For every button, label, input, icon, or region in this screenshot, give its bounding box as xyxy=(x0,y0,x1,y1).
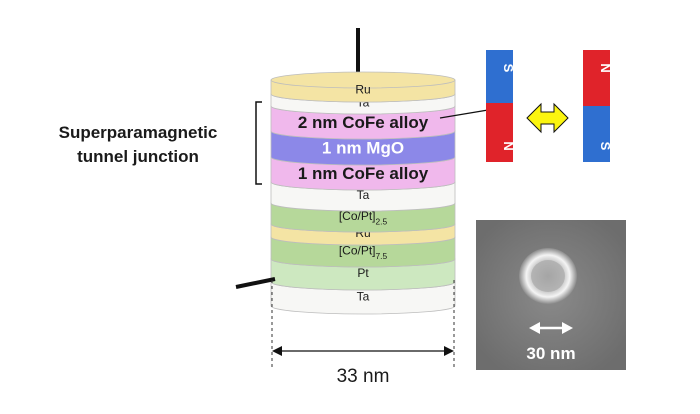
layer-cofe-bottom-body xyxy=(270,156,456,191)
sem-nanopillar-core xyxy=(531,260,565,292)
dimension-arrow-right xyxy=(444,346,454,356)
bottom-lead-wire xyxy=(235,277,276,289)
layer-copt-bottom-label: [Co/Pt]7.5 xyxy=(339,244,388,261)
sem-scale-arrow-right xyxy=(562,322,573,334)
layer-copt-top-label: [Co/Pt]2.5 xyxy=(339,209,388,226)
magnet-left-bottom-pole: N xyxy=(501,141,516,150)
layer-ru-top-label: Ru xyxy=(355,83,370,97)
layer-mgo-label: 1 nm MgO xyxy=(322,138,404,157)
layer-cofe-top-label: 2 nm CoFe alloy xyxy=(298,113,429,132)
layer-ta-bottom-body xyxy=(270,281,456,315)
magnet-left-bottom-half xyxy=(486,103,513,162)
magnet-right-bottom-pole: S xyxy=(598,142,613,151)
dimension-label: 33 nm xyxy=(337,366,390,387)
layer-ru-top-top xyxy=(270,71,456,89)
layer-cofe-bottom-label: 1 nm CoFe alloy xyxy=(298,164,429,183)
sem-image: 30 nm xyxy=(476,220,626,370)
dimension-arrow-left xyxy=(272,346,282,356)
layer-pt-label: Pt xyxy=(357,266,369,280)
magnet-right-top-pole: N xyxy=(598,63,613,72)
magnet-right-bottom-half xyxy=(583,106,610,162)
layer-cofe-top-body xyxy=(270,105,456,140)
magnet-right-top-half xyxy=(583,50,610,106)
layer-ru-top: Ru xyxy=(270,71,456,103)
cofe-leader-line xyxy=(439,109,489,119)
layer-ta-bottom-label: Ta xyxy=(357,290,370,304)
layer-ta-mid-label: Ta xyxy=(357,188,370,202)
magnet-right: N S xyxy=(583,50,613,162)
layer-pt-body xyxy=(270,258,456,291)
junction-bracket xyxy=(255,101,262,185)
magnet-left: S N xyxy=(486,50,516,162)
magnet-left-top-half xyxy=(486,50,513,103)
bracket-label-line2: tunnel junction xyxy=(77,147,199,166)
layer-mgo-body xyxy=(270,130,456,166)
bracket-label-line1: Superparamagnetic xyxy=(59,123,218,142)
sem-scale-arrow-left xyxy=(529,322,540,334)
flip-double-arrow xyxy=(526,102,569,134)
layer-copt-bottom-body xyxy=(270,236,456,268)
magnet-left-top-pole: S xyxy=(501,64,516,73)
sem-scale-label: 30 nm xyxy=(526,344,575,363)
